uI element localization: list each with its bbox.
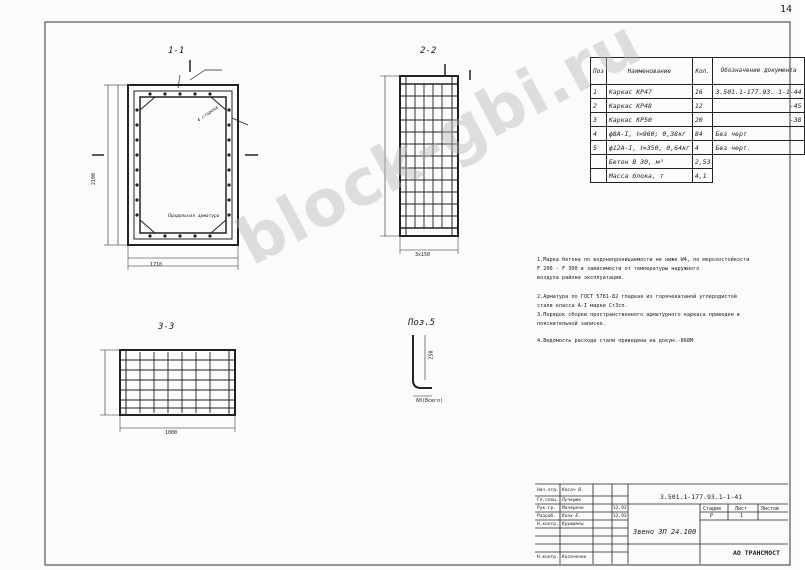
spec-cell: 3.501.1-177.93. 1-1-44 (712, 84, 805, 99)
role: Н.контр. (537, 522, 559, 527)
footer-name: Козаченко (562, 555, 587, 560)
spec-row: 2 Каркас КР48 12 -45 (590, 98, 805, 113)
spec-row: Бетон В 30, м³ 2,53 (590, 154, 805, 169)
spec-cell: 4,1 (691, 168, 714, 183)
dim-label-3x150: 3x150 (415, 252, 431, 258)
name: Крушинец (562, 522, 584, 527)
spec-cell (713, 169, 804, 183)
sheets-header: Листов (761, 506, 780, 512)
note-line: 4.Ведомость расхода стали приведена на д… (537, 338, 694, 344)
spec-row: 4 ф8А-I, ℓ=960; 0,38кг 84 Без черт (590, 126, 805, 141)
specification-table: Поз Наименование Кол. Обозначение докуме… (590, 57, 805, 183)
dim-label-250: 250 (428, 350, 435, 360)
spec-header-row: Поз Наименование Кол. Обозначение докуме… (590, 57, 805, 85)
spec-row: 5 ф12А-I, ℓ=350, 0,64кг 4 Без черт. (590, 140, 805, 155)
pos5-title: Поз.5 (408, 318, 436, 328)
dim-label-2100: 2100 (91, 172, 98, 186)
title-block-grid (535, 483, 788, 564)
name: Лучерюк (562, 498, 581, 503)
spec-cell: 3 (590, 112, 607, 127)
dim-label-1710: 1710 (150, 262, 163, 268)
note-line: воздуха района эксплуатации. (537, 275, 625, 281)
name: Коэх Е. (562, 514, 581, 519)
stage-value: Р (710, 513, 714, 519)
spec-cell: ф8А-I, ℓ=960; 0,38кг (605, 126, 693, 141)
spec-cell: 4 (590, 126, 607, 141)
date: 12.93 (613, 514, 627, 519)
spec-cell (590, 154, 607, 169)
spec-cell: 12 (691, 98, 714, 113)
sheet-value: 1 (740, 513, 744, 519)
note-line: стали класса А-I марки Ст3сп. (537, 303, 628, 309)
spec-cell: 16 (691, 84, 714, 99)
name: Мачерено (562, 506, 584, 511)
spec-row: Масса блока, т 4,1 (590, 168, 805, 183)
name: Косач В. (562, 488, 584, 493)
note-line: 2.Арматура по ГОСТ 5781-82 гладкая из го… (537, 294, 737, 300)
note-line: 3.Порядок сборки пространственного армат… (537, 312, 741, 318)
spec-header-name: Наименование (605, 57, 693, 85)
dim-label-60: 60(Всего) (416, 398, 444, 404)
footer-role: Н.контр. (537, 555, 559, 560)
role: Разраб. (537, 514, 556, 519)
spec-cell: Масса блока, т (605, 168, 693, 183)
role: Гл.спец. (537, 498, 559, 503)
note-line: 1.Марка бетона по водонепроницаемости не… (537, 257, 750, 263)
doc-name: Звено ЗП 24.100 (633, 528, 697, 536)
date: 12.93 (613, 506, 627, 511)
note-line: пояснительной записке. (537, 321, 606, 327)
spec-cell: 4 (691, 140, 714, 155)
spec-cell (590, 168, 607, 183)
spec-cell: 20 (691, 112, 714, 127)
spec-cell: Без черт. (712, 140, 805, 155)
section-2-2 (380, 64, 471, 254)
spec-cell (713, 155, 804, 169)
spec-row: 3 Каркас КР50 20 -38 (590, 112, 805, 127)
role: Рук.гр. (537, 506, 556, 511)
spec-cell: 2,53 (691, 154, 714, 169)
spec-row: 1 Каркас КР47 16 3.501.1-177.93. 1-1-44 (590, 84, 805, 99)
spec-cell: Без черт (712, 126, 805, 141)
organization: АО ТРАНСМОСТ (733, 549, 780, 557)
spec-cell: ф12А-I, ℓ=350, 0,64кг (605, 140, 693, 155)
dim-label-1000: 1000 (165, 430, 178, 436)
spec-cell: Каркас КР48 (605, 98, 693, 113)
section-title-1-1: 1-1 (168, 46, 185, 56)
spec-header-qty: Кол. (691, 57, 714, 85)
sheet-header: Лист (735, 506, 748, 512)
note-line: F 200 - F 300 в зависимости от температу… (537, 266, 700, 272)
hook-note: Продольная арматура (168, 214, 220, 219)
spec-cell: 5 (590, 140, 607, 155)
stage-header: Стадия (703, 506, 722, 512)
section-3-3 (100, 349, 236, 432)
sheet-number: 14 (780, 4, 793, 15)
section-title-2-2: 2-2 (420, 46, 437, 56)
spec-cell: Бетон В 30, м³ (605, 154, 693, 169)
doc-code: 3.501.1-177.93.1-1-41 (660, 493, 743, 501)
spec-header-doc: Обозначение документа (712, 57, 805, 85)
spec-cell: -45 (712, 98, 805, 113)
pos5-detail (412, 335, 432, 397)
role: Нач.отд. (537, 488, 559, 493)
section-1-1 (92, 60, 258, 270)
spec-cell: 84 (691, 126, 714, 141)
section-title-3-3: 3-3 (158, 322, 175, 332)
spec-cell: -38 (712, 112, 805, 127)
spec-cell: Каркас КР50 (605, 112, 693, 127)
